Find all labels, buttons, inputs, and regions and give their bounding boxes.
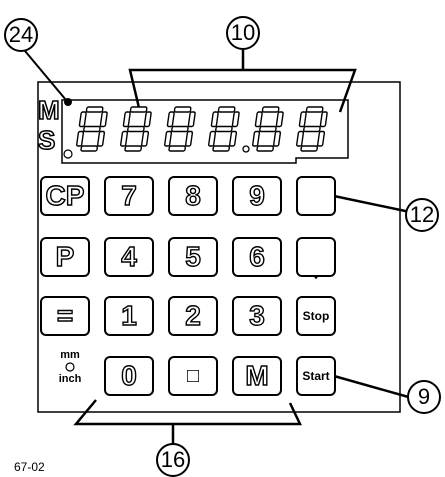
key-9[interactable]: 9 (232, 176, 282, 216)
key-7[interactable]: 7 (104, 176, 154, 216)
display-segment (120, 130, 129, 147)
display-segment (317, 130, 326, 147)
up-arrow-key[interactable] (296, 176, 336, 216)
display-segment (305, 106, 324, 113)
s-label: S (37, 125, 56, 155)
key-0[interactable]: 0 (104, 356, 154, 396)
display-segment (252, 130, 261, 147)
display-segment (229, 130, 238, 147)
callout-24: 24 (4, 18, 38, 52)
callout-16: 16 (156, 443, 190, 477)
display-segment (173, 106, 192, 113)
display-segment (259, 125, 277, 133)
seven-segment-display (76, 106, 328, 153)
display-segment (303, 125, 321, 133)
leader-9 (333, 374, 413, 400)
display-digit (252, 106, 284, 152)
display-segment (127, 125, 145, 133)
display-segment (298, 111, 307, 128)
display-segment (80, 145, 99, 152)
display-digit (208, 106, 240, 152)
display-segment (164, 130, 173, 147)
key-2[interactable]: 2 (168, 296, 218, 336)
leader-24 (19, 44, 67, 101)
key-4[interactable]: 4 (104, 237, 154, 277)
display-segment (256, 145, 275, 152)
start-key[interactable]: Start (296, 356, 336, 396)
decimal-point-key[interactable]: □ (168, 356, 218, 396)
display-segment (217, 106, 236, 113)
display-segment (76, 130, 85, 147)
display-segment (129, 106, 148, 113)
callout-9: 9 (407, 380, 441, 414)
display-segment (141, 130, 150, 147)
cp-key[interactable]: CP (40, 176, 90, 216)
decimal-point-dot (242, 145, 250, 153)
unit-mm-label: mm (60, 349, 80, 361)
display-segment (231, 111, 240, 128)
equals-key[interactable]: = (40, 296, 90, 336)
display-segment (122, 111, 131, 128)
display-segment (143, 111, 152, 128)
bracket-16 (73, 399, 302, 426)
display-digit (120, 106, 152, 152)
display-segment (85, 106, 104, 113)
figure-id: 67-02 (14, 460, 45, 474)
display-segment (97, 130, 106, 147)
display-digit (76, 106, 108, 152)
display-segment (187, 111, 196, 128)
display-segment (171, 125, 189, 133)
led-empty (63, 149, 73, 159)
display-segment (99, 111, 108, 128)
unit-inch-label: inch (58, 373, 82, 385)
display-segment (319, 111, 328, 128)
display-segment (78, 111, 87, 128)
display-segment (273, 130, 282, 147)
display-digit (164, 106, 196, 152)
key-1[interactable]: 1 (104, 296, 154, 336)
p-key[interactable]: P (40, 237, 90, 277)
display-segment (168, 145, 187, 152)
unit-switch-led (65, 362, 75, 372)
display-segment (296, 130, 305, 147)
stop-key[interactable]: Stop (296, 296, 336, 336)
display-segment (185, 130, 194, 147)
leader-12 (333, 194, 411, 214)
display-digit (296, 106, 328, 152)
display-segment (210, 111, 219, 128)
display-segment (212, 145, 231, 152)
callout-12: 12 (405, 198, 439, 232)
display-segment (208, 130, 217, 147)
display-segment (166, 111, 175, 128)
display-segment (300, 145, 319, 152)
display-segment (83, 125, 101, 133)
down-arrow-key[interactable] (296, 237, 336, 277)
m-key[interactable]: M (232, 356, 282, 396)
m-label: M (37, 95, 60, 125)
display-segment (254, 111, 263, 128)
key-6[interactable]: 6 (232, 237, 282, 277)
display-segment (215, 125, 233, 133)
key-3[interactable]: 3 (232, 296, 282, 336)
key-8[interactable]: 8 (168, 176, 218, 216)
display-segment (275, 111, 284, 128)
display-segment (124, 145, 143, 152)
display-segment (261, 106, 280, 113)
key-5[interactable]: 5 (168, 237, 218, 277)
callout-10: 10 (226, 16, 260, 50)
